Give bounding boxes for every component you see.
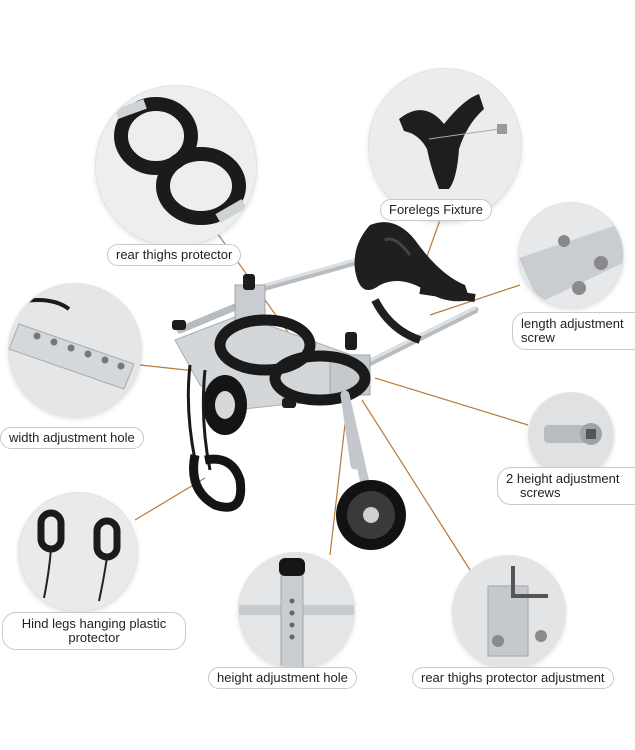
label-hind-legs-protector-line2: protector [68,630,120,645]
length-adjustment-screw-detail [518,202,624,308]
forelegs-fixture-detail [368,68,522,222]
label-height-adjustment-screws: 2 height adjustment screws [497,467,635,505]
rear-thighs-protector-detail [95,85,257,247]
height-adjustment-screws-detail [528,392,614,478]
hind-legs-protector-detail [18,492,138,612]
label-width-adjustment-hole: width adjustment hole [0,427,144,449]
label-length-adjustment-screw-line2: screw [521,330,555,345]
label-rear-thighs-protector-adjustment: rear thighs protector adjustment [412,667,614,689]
height-adjustment-hole-detail [238,552,355,669]
label-height-adjustment-screws-line1: 2 height adjustment [506,471,620,486]
label-hind-legs-protector-line1: Hind legs hanging plastic [21,616,167,631]
label-forelegs-fixture: Forelegs Fixture [380,199,492,221]
label-length-adjustment-screw-line1: length adjustment [521,316,624,331]
width-adjustment-hole-detail [8,283,142,417]
label-rear-thighs-protector: rear thighs protector [107,244,242,266]
rear-thighs-protector-adjustment-detail [452,555,566,669]
label-hind-legs-protector: Hind legs hanging plastic protector [2,612,186,650]
label-length-adjustment-screw: length adjustment screw [512,312,635,350]
label-height-adjustment-hole: height adjustment hole [208,667,357,689]
label-height-adjustment-screws-line2: screws [520,485,561,500]
